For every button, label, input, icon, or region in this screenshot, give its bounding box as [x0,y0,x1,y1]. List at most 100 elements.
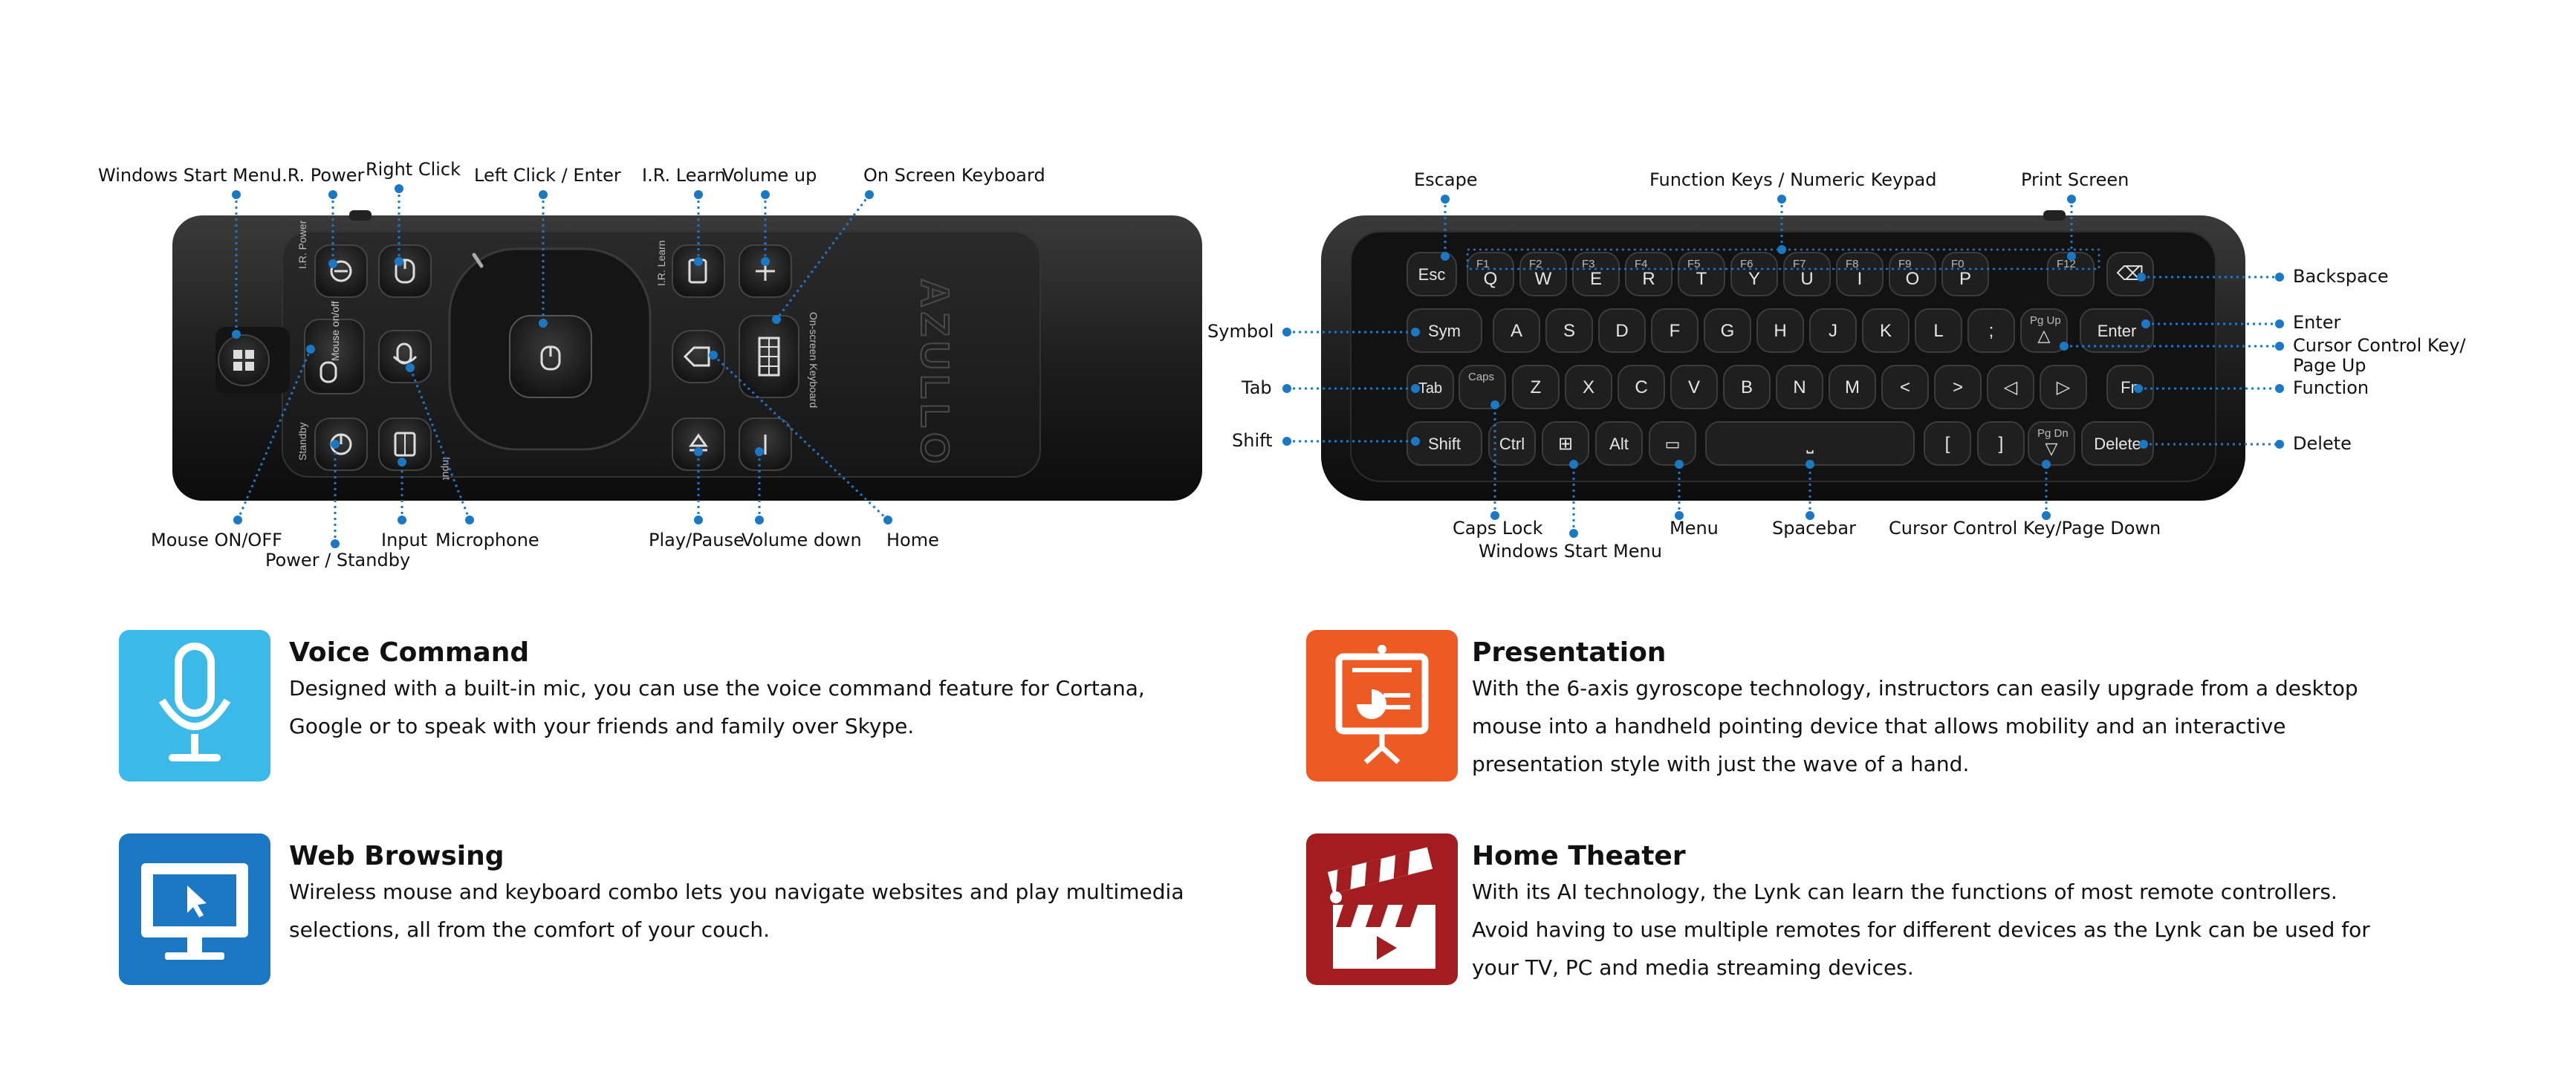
label-power-standby: Power / Standby [265,550,411,571]
label-function-keys: Function Keys / Numeric Keypad [1649,169,1937,190]
label-function: Function [2293,377,2369,398]
key-t[interactable]: TF5 [1678,252,1725,296]
key-row2-9[interactable]: L [1915,308,1962,353]
key-sublabel: Caps [1468,371,1494,383]
label-escape: Escape [1414,169,1478,190]
microphone-button[interactable] [378,330,432,383]
key-row2-4[interactable]: F [1651,308,1699,353]
key-bracket-left[interactable]: [ [1924,421,1971,466]
feature-line: your TV, PC and media streaming devices. [1472,955,1914,980]
key-sublabel: F0 [1951,258,1965,270]
key-label: K [1880,321,1892,341]
key-ctrl[interactable]: Ctrl [1488,421,1536,466]
key-i[interactable]: IF8 [1836,252,1884,296]
key-sublabel: Pg Dn [2037,427,2069,440]
key-label: Esc [1418,265,1446,284]
feature-description: Designed with a built-in mic, you can us… [289,669,1145,745]
keyboard-grid-icon [758,337,780,377]
key-tab[interactable]: Tab [1407,365,1454,409]
input-button[interactable] [378,417,432,471]
key-label: V [1688,377,1700,397]
key-row2-1[interactable]: A [1493,308,1540,353]
on-screen-keyboard-button[interactable] [739,315,799,398]
key-windows[interactable]: ⊞ [1542,421,1589,466]
key-delete[interactable]: Delete [2081,421,2154,466]
label-tab: Tab [1242,377,1272,398]
key-sublabel: F7 [1793,258,1806,270]
monitor-cursor-icon [119,833,270,985]
key-row2-8[interactable]: K [1862,308,1910,353]
key-y[interactable]: YF6 [1730,252,1778,296]
mouse-toggle-button[interactable] [304,319,365,394]
label-ir-learn: I.R. Learn [642,165,726,186]
mic-icon [392,342,418,365]
power-standby-button[interactable] [314,417,368,471]
play-pause-button[interactable] [672,417,725,471]
key-label: I [1858,269,1863,289]
key-label: L [1933,321,1943,341]
key-pgdn[interactable]: ▽Pg Dn [2028,421,2075,466]
ir-power-button[interactable] [314,244,368,298]
key-o[interactable]: OF9 [1889,252,1936,296]
volume-up-button[interactable] [739,244,792,298]
key-row2-10[interactable]: ; [1967,308,2015,353]
label-spacebar: Spacebar [1772,518,1856,539]
key-row2-5[interactable]: G [1704,308,1751,353]
windows-start-button[interactable] [218,334,270,386]
key-row3-9[interactable]: < [1881,365,1929,409]
key-row3-2[interactable]: Z [1512,365,1560,409]
key-row3-5[interactable]: V [1670,365,1718,409]
key-row3-6[interactable]: B [1723,365,1771,409]
input-print: Input [441,457,452,480]
key-sublabel: F8 [1846,258,1859,270]
key-backspace[interactable]: ⌫ [2106,252,2154,296]
left-click-enter-button[interactable] [509,315,592,398]
key-row3-4[interactable]: C [1618,365,1665,409]
key-label: Delete [2094,435,2141,453]
key-menu[interactable]: ▭ [1649,421,1696,466]
feature-description: Wireless mouse and keyboard combo lets y… [289,873,1184,949]
right-click-button[interactable] [378,244,432,298]
key-row3-8[interactable]: M [1829,365,1876,409]
key-sublabel: F5 [1687,258,1701,270]
volume-down-button[interactable] [739,417,792,471]
key-e[interactable]: EF3 [1572,252,1620,296]
label-cursor-pgdn: Cursor Control Key/Page Down [1889,518,2161,539]
home-button[interactable] [672,330,725,383]
key-bracket-right[interactable]: ] [1977,421,2025,466]
ir-learn-button[interactable] [672,244,725,298]
key-sym[interactable]: Sym [1407,308,1482,353]
key-row3-12[interactable]: ▷ [2040,365,2087,409]
key-label: O [1906,269,1920,289]
key-enter[interactable]: Enter [2080,308,2154,353]
key-label: ⎵ [1806,434,1814,454]
key-shift[interactable]: Shift [1407,421,1482,466]
key-sublabel: F12 [2057,258,2076,270]
label-backspace: Backspace [2293,266,2389,287]
key-w[interactable]: WF2 [1519,252,1567,296]
key-row3-11[interactable]: ◁ [1987,365,2034,409]
key-label: ▭ [1665,435,1681,453]
key-row3-3[interactable]: X [1565,365,1612,409]
key-esc[interactable]: Esc [1407,252,1457,296]
key-r[interactable]: RF4 [1625,252,1673,296]
key-row2-6[interactable]: H [1756,308,1804,353]
feature-description: With its AI technology, the Lynk can lea… [1472,873,2370,987]
key-fn[interactable]: Fn [2106,365,2154,409]
key-alt[interactable]: Alt [1595,421,1643,466]
key-row3-7[interactable]: N [1776,365,1823,409]
key-row3-10[interactable]: > [1934,365,1982,409]
key-row2-7[interactable]: J [1809,308,1857,353]
key-sublabel: F2 [1529,258,1542,270]
key-spacebar[interactable]: ⎵ [1705,421,1915,466]
key-label: P [1959,269,1971,289]
label-print-screen: Print Screen [2021,169,2129,190]
key-row2-2[interactable]: S [1545,308,1593,353]
key-p[interactable]: PF0 [1941,252,1989,296]
key-u[interactable]: UF7 [1783,252,1831,296]
key-row2-3[interactable]: D [1598,308,1646,353]
key-q[interactable]: QF1 [1467,252,1514,296]
key-label: W [1535,269,1552,289]
key-caps-lock[interactable]: Caps [1459,365,1506,409]
key-pgup[interactable]: △Pg Up [2020,308,2068,353]
